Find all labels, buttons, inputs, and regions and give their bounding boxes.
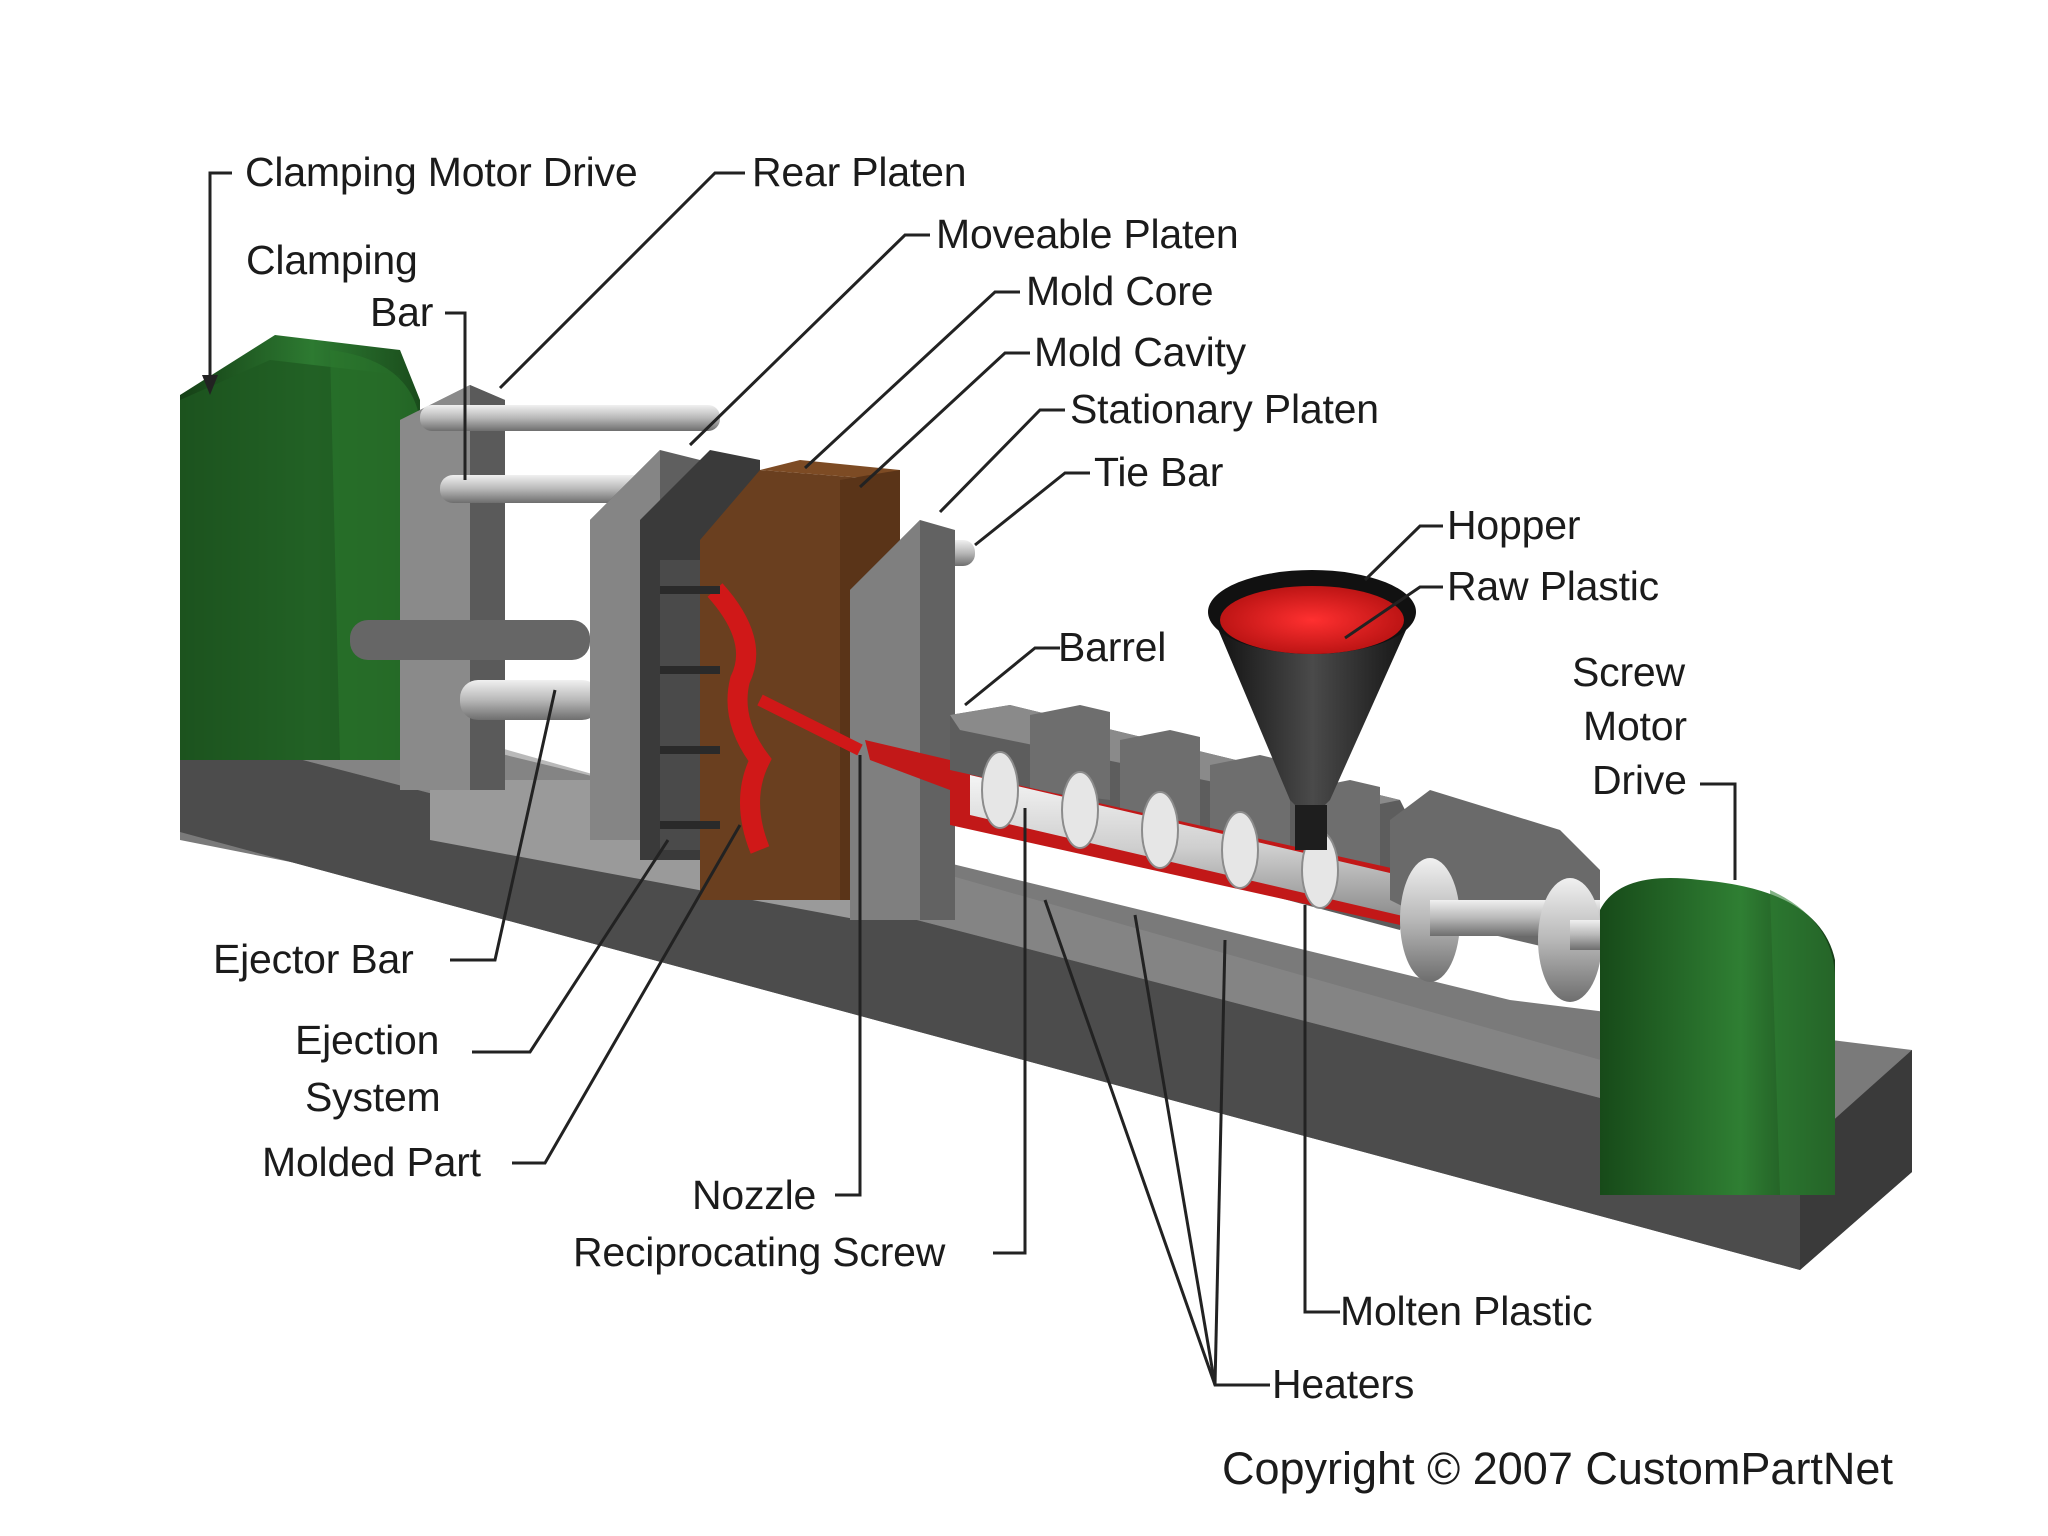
leader-lines [202,171,1737,1387]
label-screw-motor-drive-line1: Screw [1572,649,1685,695]
label-stationary-platen: Stationary Platen [1070,386,1379,432]
clamping-motor-drive [180,335,420,760]
rear-platen [400,385,505,790]
label-ejector-bar: Ejector Bar [213,936,414,982]
label-rear-platen: Rear Platen [752,149,967,195]
label-heaters: Heaters [1272,1361,1415,1407]
label-ejection-system-line1: Ejection [295,1017,440,1063]
label-nozzle: Nozzle [692,1172,817,1218]
label-screw-motor-drive-line2: Motor [1583,703,1687,749]
label-raw-plastic: Raw Plastic [1447,563,1659,609]
copyright-notice: Copyright © 2007 CustomPartNet [1222,1443,1893,1494]
label-hopper: Hopper [1447,502,1581,548]
raw-plastic [1220,586,1404,654]
tie-bars [350,405,975,720]
stationary-platen [850,520,955,920]
label-clamping-bar-line2: Bar [370,289,434,335]
nozzle [865,740,950,790]
label-ejection-system-line2: System [305,1074,441,1120]
label-clamping-bar-line1: Clamping [246,237,418,283]
reciprocating-screw [970,751,1420,920]
label-reciprocating-screw: Reciprocating Screw [573,1229,946,1275]
label-mold-core: Mold Core [1026,268,1214,314]
label-tie-bar: Tie Bar [1094,449,1224,495]
label-clamping-motor-drive: Clamping Motor Drive [245,149,638,195]
molded-part [707,583,863,854]
screw-motor-drive [1600,878,1835,1195]
hopper [1208,570,1416,850]
label-molded-part: Molded Part [262,1139,481,1185]
label-molten-plastic: Molten Plastic [1340,1288,1593,1334]
label-moveable-platen: Moveable Platen [936,211,1239,257]
label-barrel: Barrel [1058,624,1167,670]
ejection-system [660,586,720,829]
label-screw-motor-drive-line3: Drive [1592,757,1687,803]
label-mold-cavity: Mold Cavity [1034,329,1246,375]
